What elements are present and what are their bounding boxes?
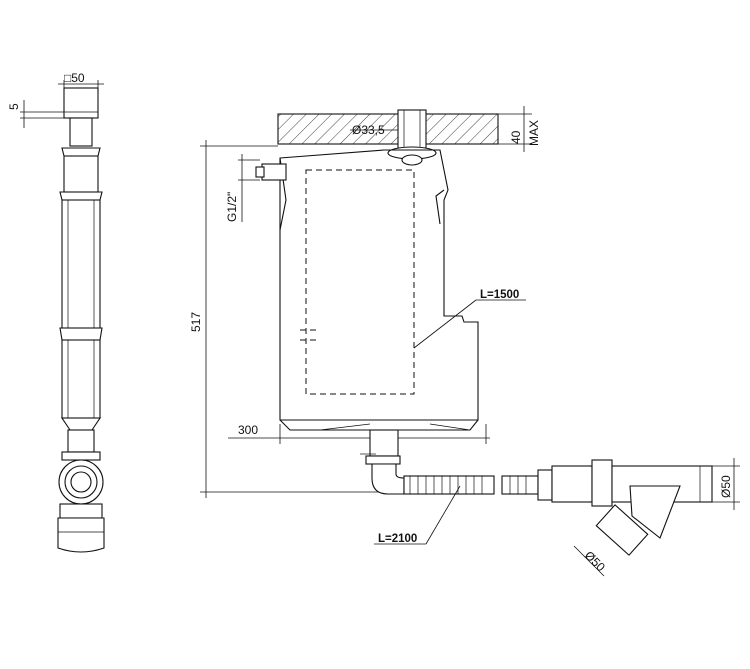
dimension-square-50: □50: [64, 71, 85, 85]
dimension-diameter-50-b: Ø50: [582, 548, 608, 574]
dimension-40: 40: [509, 130, 523, 144]
dimension-diameter-33-5: Ø33,5: [352, 123, 385, 137]
dimension-517: 517: [189, 312, 203, 332]
cistern-view: 40 MAX Ø33,5 G1/2" 517: [189, 106, 740, 577]
dimension-max: MAX: [527, 120, 541, 146]
dimension-5: 5: [7, 103, 21, 110]
dimension-l-1500: L=1500: [480, 289, 519, 301]
side-view: □50 5: [7, 71, 105, 553]
dimension-g1-2: G1/2": [225, 192, 239, 222]
dimension-diameter-50-a: Ø50: [719, 475, 733, 498]
dimension-300: 300: [238, 423, 258, 437]
dimension-l-2100: L=2100: [378, 533, 417, 545]
